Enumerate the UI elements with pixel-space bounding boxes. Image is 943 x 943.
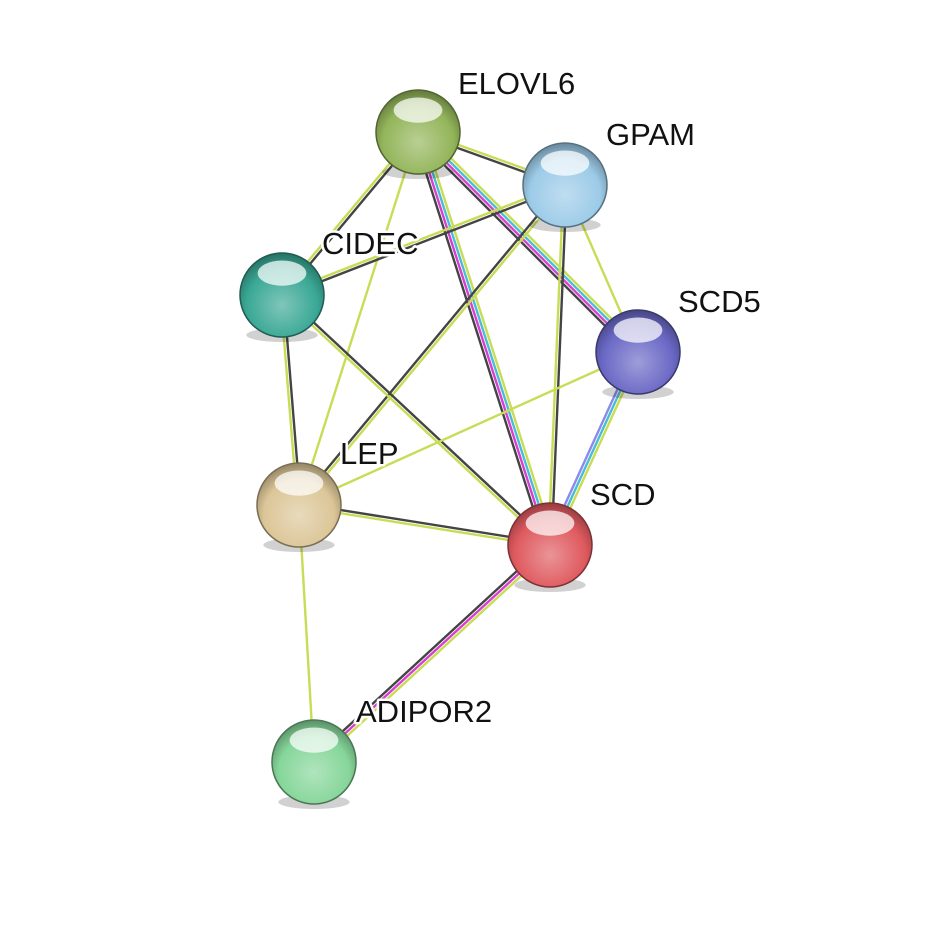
node-highlight <box>613 317 663 343</box>
edge-line <box>297 130 420 507</box>
edge-lep-adipor2 <box>297 503 316 764</box>
edge-line <box>314 546 554 766</box>
node-elovl6 <box>375 89 461 179</box>
edge-line <box>550 183 568 547</box>
node-highlight <box>274 470 324 496</box>
edge-line <box>415 131 550 547</box>
edge-gpam-scd <box>547 183 568 547</box>
labels-layer: ELOVL6 GPAM CIDEC SCD5 LEP SCD ADIPOR2 <box>320 64 764 732</box>
edge-line <box>279 294 551 548</box>
node-scd <box>507 502 593 592</box>
edge-line <box>299 184 568 508</box>
node-highlight <box>540 150 590 176</box>
edge-elovl6-lep <box>297 130 420 507</box>
node-highlight <box>289 727 339 753</box>
node-highlight <box>525 510 575 536</box>
edge-line <box>281 292 553 546</box>
edge-line <box>280 182 566 295</box>
edge-line <box>413 134 636 357</box>
edge-line <box>296 182 565 506</box>
edge-elovl6-scd <box>412 129 556 548</box>
edge-scd-adipor2 <box>310 541 554 766</box>
node-label-gpam: GPAM <box>606 117 695 152</box>
edge-line <box>412 132 547 548</box>
node-label-elovl6: ELOVL6 <box>458 66 575 101</box>
node-scd5 <box>595 309 681 399</box>
node-label-cidec: CIDEC <box>322 226 418 261</box>
node-lep <box>256 462 342 552</box>
edge-cidec-scd <box>279 292 553 548</box>
node-adipor2 <box>271 719 357 809</box>
node-label-lep: LEP <box>340 436 399 471</box>
edge-line <box>421 129 556 545</box>
edge-scd5-lep <box>297 350 640 507</box>
edge-line <box>297 350 640 507</box>
edge-gpam-cidec <box>280 182 567 298</box>
edge-line <box>297 503 316 764</box>
edge-line <box>418 130 553 546</box>
edge-line <box>310 541 550 761</box>
edge-line <box>415 131 639 355</box>
edge-line <box>420 127 643 350</box>
node-label-adipor2: ADIPOR2 <box>356 694 492 729</box>
edge-line <box>547 183 565 547</box>
edge-elovl6-scd5 <box>413 127 643 357</box>
edge-gpam-lep <box>296 182 568 508</box>
edges-layer <box>279 127 643 766</box>
node-cidec <box>239 252 325 342</box>
nodes-layer <box>239 89 681 809</box>
node-highlight <box>257 260 307 286</box>
edge-line <box>312 543 552 764</box>
node-gpam <box>522 142 608 232</box>
node-highlight <box>393 97 443 123</box>
edge-line <box>281 185 567 298</box>
node-label-scd5: SCD5 <box>678 284 761 319</box>
node-label-scd: SCD <box>590 477 655 512</box>
edge-line <box>417 129 641 353</box>
